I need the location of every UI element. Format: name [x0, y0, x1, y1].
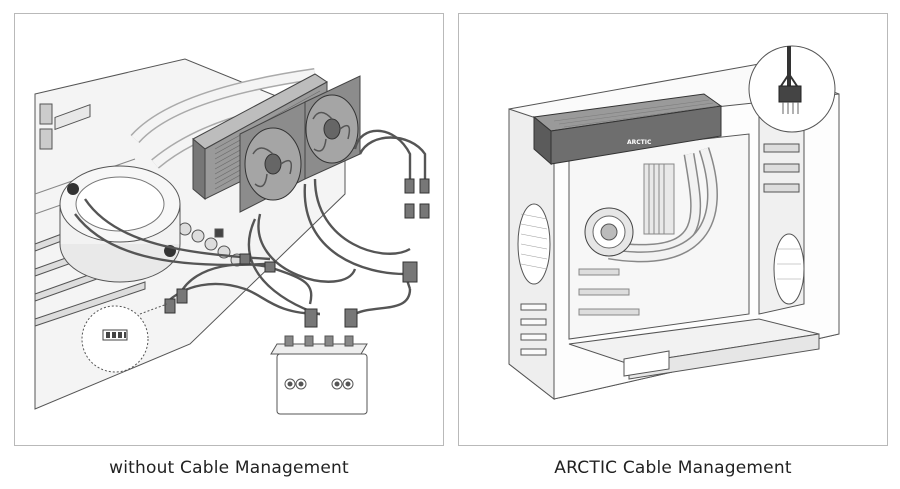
cpu-pump: [59, 165, 181, 283]
cpu-pump: [584, 207, 634, 257]
messy-cables-illustration: [34, 58, 430, 415]
y-splitter: [164, 178, 430, 328]
header-zoom-callout: [81, 303, 168, 373]
radiator: ARCTIC: [532, 93, 723, 166]
caption-without-cable-management: without Cable Management: [109, 458, 349, 478]
single-cable-callout: [748, 45, 836, 133]
radiator-brand-label: ARCTIC: [627, 139, 652, 146]
managed-cables-illustration: ARCTIC: [508, 45, 840, 401]
fan-header: [270, 335, 368, 415]
fans: [239, 75, 361, 213]
right-illustration-panel: ARCTIC: [458, 13, 888, 446]
left-illustration-panel: [14, 13, 444, 446]
caption-arctic-cable-management: ARCTIC Cable Management: [554, 458, 792, 478]
tubes: [608, 147, 718, 263]
